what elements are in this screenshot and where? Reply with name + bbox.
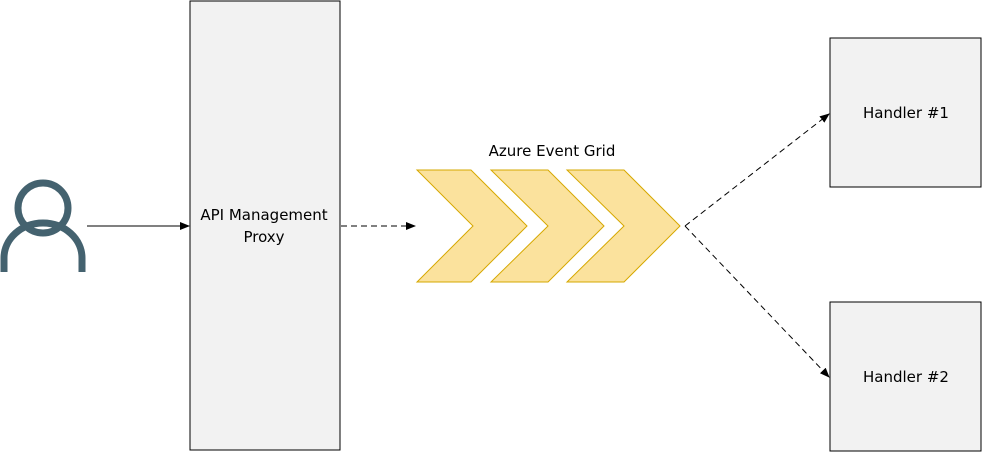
chevron-arrows-icon (415, 169, 681, 283)
handler-1-label: Handler #1 (863, 104, 949, 122)
proxy-label-line1: API Management (200, 206, 327, 224)
handler-2-label: Handler #2 (863, 368, 949, 386)
user-icon (0, 179, 86, 272)
chevron-1 (415, 169, 528, 283)
handler-2-node: Handler #2 (829, 301, 982, 452)
edge-event-grid-to-handler-2 (684, 225, 830, 378)
api-management-proxy-node: API Management Proxy (189, 0, 341, 451)
azure-event-grid-node: Azure Event Grid (415, 142, 681, 283)
chevron-2 (489, 169, 605, 283)
edge-event-grid-to-handler-1 (684, 113, 830, 227)
chevron-3 (565, 169, 681, 283)
handler-1-node: Handler #1 (829, 37, 982, 188)
event-grid-label: Azure Event Grid (489, 142, 616, 160)
proxy-label-line2: Proxy (243, 228, 284, 246)
